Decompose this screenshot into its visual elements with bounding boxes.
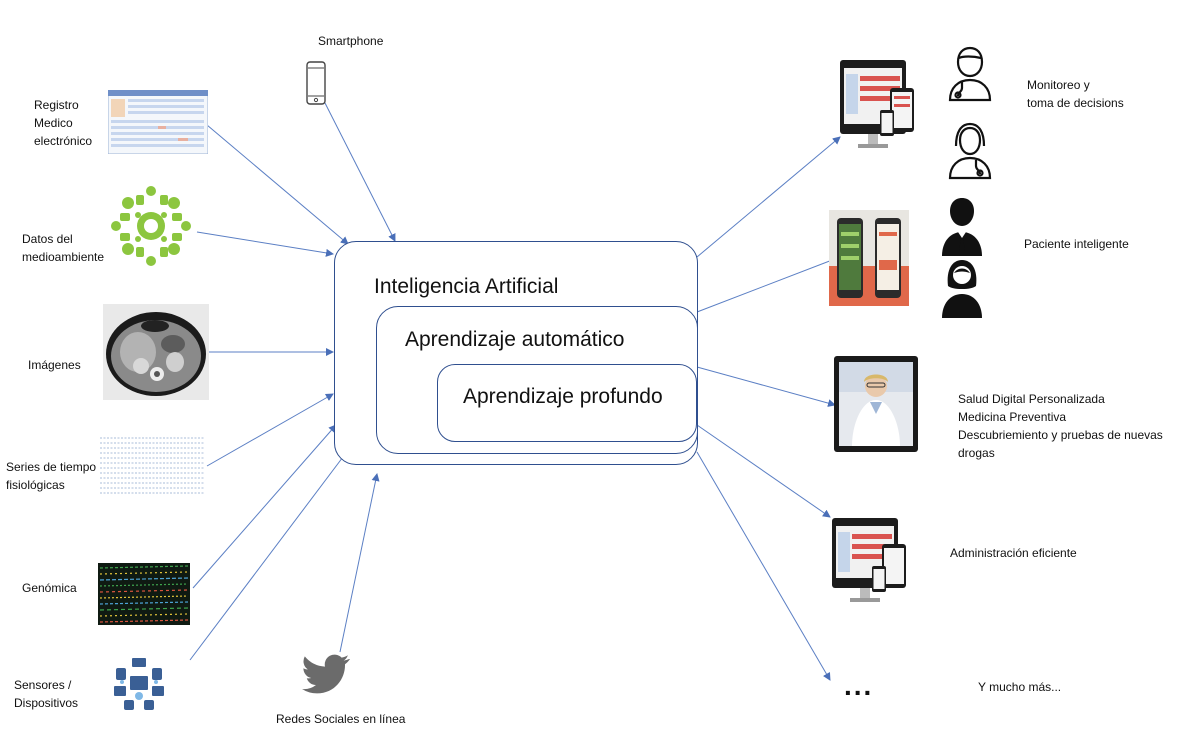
genomics-icon [98,563,190,625]
doctor-female-icon [948,122,992,180]
monitor-devices-icon [840,60,914,148]
patient-app-icon [829,210,909,306]
label-sensores: Sensores /Dispositivos [14,678,79,710]
arrow-redes [339,473,380,653]
dl-title: Aprendizaje profundo [463,385,663,408]
ai-title: Inteligencia Artificial [374,275,559,298]
arrow-registro [206,124,349,245]
arrow-sensores [189,444,353,661]
arrow-paciente [696,255,841,313]
telemedicine-icon [834,356,918,452]
environment-icon [109,184,193,268]
patient-female-icon [942,260,982,318]
arrow-series [206,393,334,467]
arrow-salud [696,366,836,407]
ct-scan-icon [103,304,209,400]
label-mas: Y mucho más... [978,680,1062,694]
timeseries-icon [98,434,206,498]
patient-male-icon [942,198,982,256]
arrow-datos [196,231,334,257]
label-genomica: Genómica [22,581,77,595]
arrow-genomica [192,424,337,589]
ml-title: Aprendizaje automático [405,328,625,351]
label-admin: Administración eficiente [950,546,1077,560]
label-paciente: Paciente inteligente [1024,237,1129,251]
admin-devices-icon [832,518,906,602]
dl-box [437,364,697,442]
label-redes: Redes Sociales en línea [276,712,406,726]
ehr-screenshot-icon [108,90,208,154]
label-imagenes: Imágenes [28,358,81,372]
arrow-admin [696,424,831,518]
sensors-devices-icon [111,656,167,712]
label-smartphone: Smartphone [318,34,384,48]
arrow-mas [696,451,831,681]
smartphone-icon [306,61,326,105]
arrow-smartphone [324,102,396,242]
ellipsis-text: ... [844,670,874,701]
arrow-monitoreo [696,136,841,258]
twitter-bird-icon [302,654,350,694]
doctor-male-icon [948,46,992,102]
